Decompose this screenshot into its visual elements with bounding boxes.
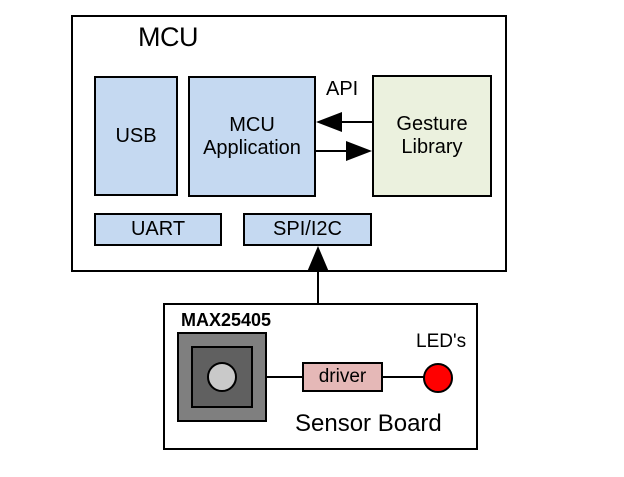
mcu-application-block: MCU Application: [188, 76, 316, 197]
uart-label: UART: [130, 218, 186, 240]
sensor-to-driver-line: [266, 376, 302, 378]
driver-to-led-line: [382, 376, 424, 378]
leds-label: LED's: [416, 331, 467, 352]
usb-block: USB: [94, 76, 178, 196]
arrow-sensor-to-spi-head-up: [307, 246, 329, 272]
spi-i2c-block: SPI/I2C: [243, 213, 372, 246]
mcu-block-title: MCU: [138, 22, 199, 52]
arrow-gesture-to-app-head: [316, 112, 342, 132]
arrow-app-to-gesture-line: [316, 150, 347, 152]
gesture-library-block: Gesture Library: [372, 75, 492, 197]
driver-block: driver: [302, 362, 383, 392]
max25405-lens-circle: [207, 362, 237, 392]
max25405-label: MAX25405: [181, 310, 272, 330]
arrow-app-to-gesture-head: [346, 141, 372, 161]
arrow-gesture-to-app-line: [341, 121, 372, 123]
sensor-board-title: Sensor Board: [295, 410, 442, 437]
spi-i2c-label: SPI/I2C: [273, 218, 342, 240]
mcu-application-label: MCU Application: [203, 113, 301, 159]
uart-block: UART: [94, 213, 222, 246]
led-circle: [423, 363, 453, 393]
api-label: API: [326, 78, 359, 100]
driver-label: driver: [318, 366, 367, 387]
gesture-library-label: Gesture Library: [396, 113, 468, 158]
usb-label: USB: [115, 124, 157, 147]
